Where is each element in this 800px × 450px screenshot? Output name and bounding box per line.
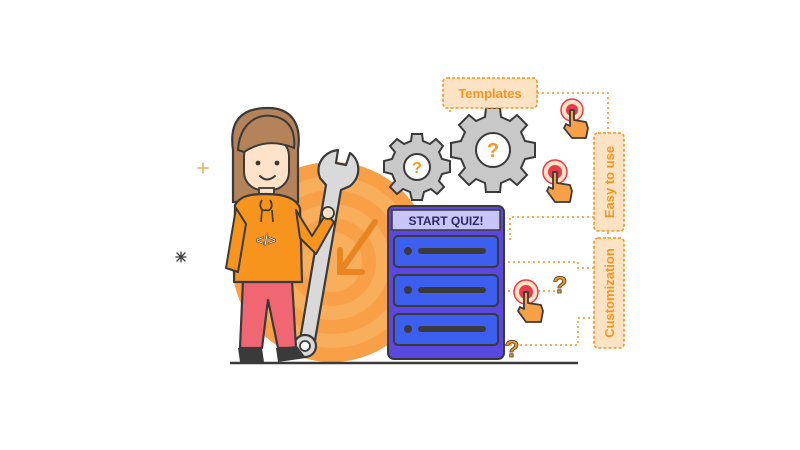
pointing-hand-icon	[560, 98, 589, 139]
svg-text:Templates: Templates	[458, 86, 521, 101]
templates-label: Templates	[442, 77, 538, 109]
quiz-header: START QUIZ!	[408, 214, 483, 228]
svg-text:Customization: Customization	[602, 248, 617, 338]
question-mark-icon: ?	[553, 272, 568, 299]
question-mark-icon: ?	[505, 336, 520, 363]
sparkle-icon	[197, 162, 209, 174]
gear-question-mark: ?	[412, 160, 422, 177]
pointing-hand-icon	[513, 279, 544, 323]
customization-label: Customization	[593, 237, 625, 349]
quiz-panel: START QUIZ!	[387, 205, 505, 360]
gear-icon: ?	[383, 133, 451, 201]
gear-icon: ?	[450, 107, 536, 193]
svg-text:</>: </>	[256, 232, 276, 248]
svg-text:Easy to use: Easy to use	[602, 146, 617, 218]
easy-to-use-label: Easy to use	[593, 132, 625, 232]
wrench-icon	[292, 148, 360, 359]
quiz-option	[393, 235, 499, 268]
code-icon: </>	[250, 230, 282, 250]
quiz-option	[393, 274, 499, 307]
gear-question-mark: ?	[487, 140, 499, 162]
character: </>	[225, 106, 335, 362]
pointing-hand-icon	[542, 159, 573, 203]
arrow-icon	[337, 219, 378, 275]
quiz-option	[393, 313, 499, 346]
sparkle-icon	[175, 251, 187, 263]
